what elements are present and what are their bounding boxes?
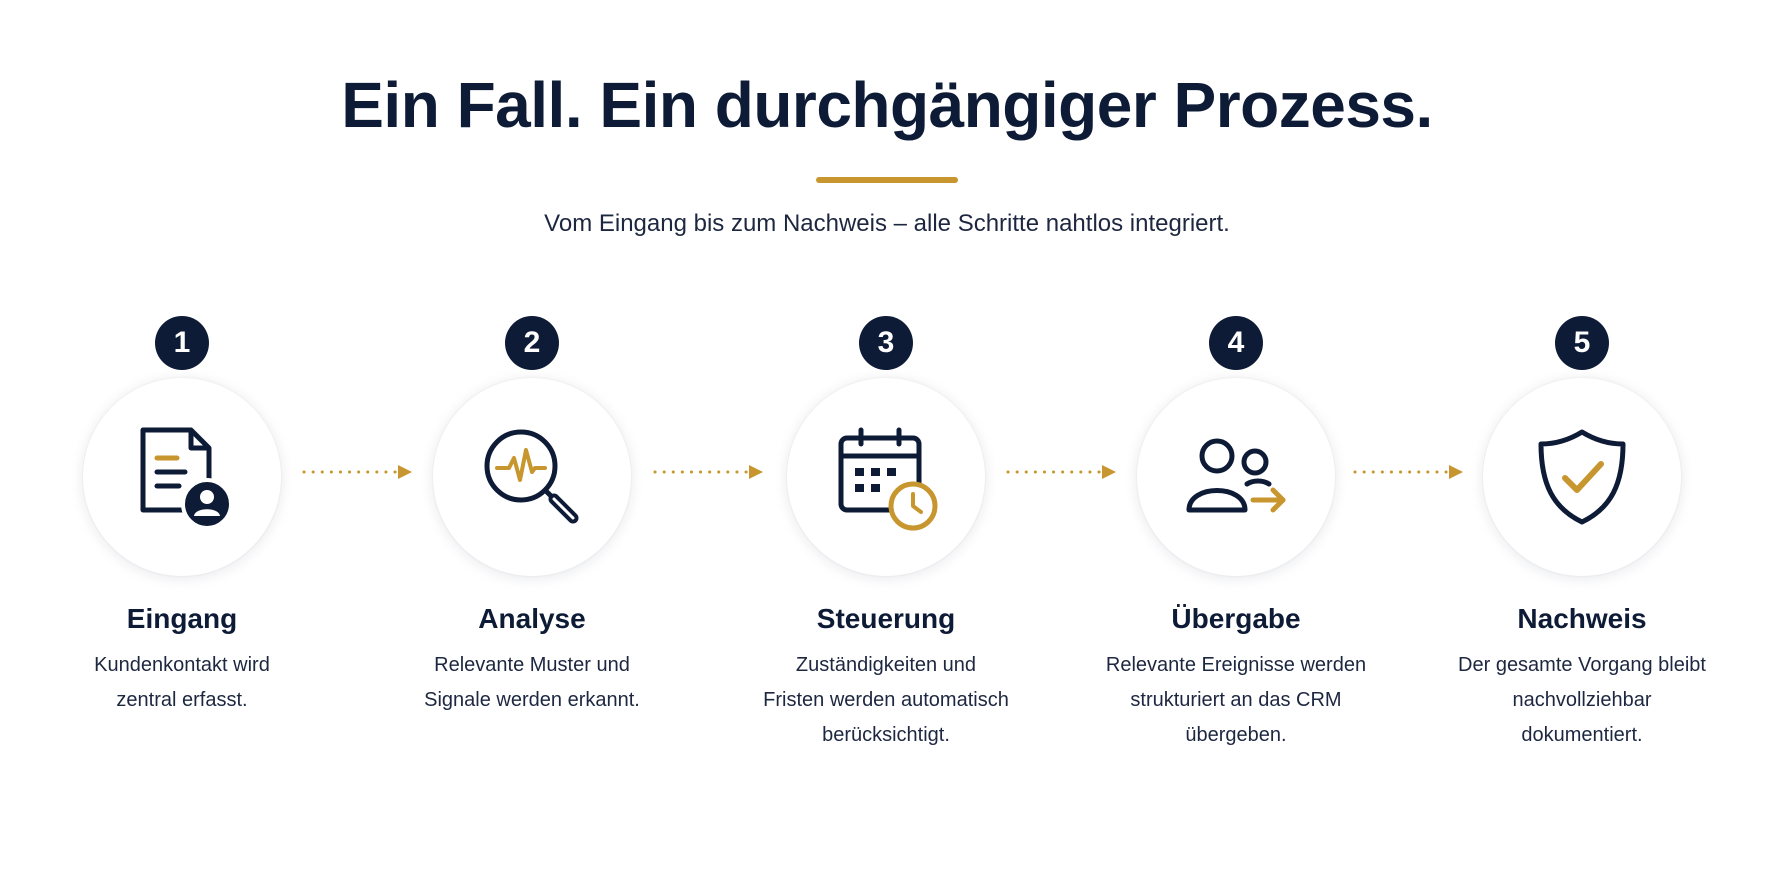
step-description-line: Signale werden erkannt. [424,689,640,711]
page-subtitle: Vom Eingang bis zum Nachweis – alle Schr… [544,210,1230,237]
step-title: Übergabe [1171,603,1301,634]
step-title: Nachweis [1517,603,1647,634]
step-description-line: nachvollziehbar [1512,689,1652,711]
step-number-badge: 1 [155,316,209,370]
step-description-line: Relevante Muster und [434,654,630,676]
dotted-arrow-connector [302,465,412,479]
document-user-icon [140,427,233,530]
step-description-line: strukturiert an das CRM [1130,689,1342,711]
step-icon-circle [787,378,985,576]
calendar-clock-icon [838,427,938,531]
step-icon-circle [1137,378,1335,576]
step-description-line: zentral erfasst. [116,689,248,711]
step-icon-circle [83,378,281,576]
magnifier-pulse-icon [484,429,579,524]
step-description: Relevante Muster und Signale werden erka… [387,648,677,718]
dotted-arrow-connector [1006,465,1116,479]
title-underline [816,177,958,183]
page-title: Ein Fall. Ein durchgängiger Prozess. [341,69,1433,141]
step-description-line: dokumentiert. [1521,724,1643,746]
step-title: Analyse [478,603,586,634]
step-description-line: übergeben. [1185,724,1287,746]
step-icon-circle [1483,378,1681,576]
step-description-line: Kundenkontakt wird [94,654,270,676]
dotted-arrow-connector [1353,465,1463,479]
step-description: Der gesamte Vorgang bleibt nachvollziehb… [1437,648,1727,753]
step-description: Kundenkontakt wird zentral erfasst. [37,648,327,718]
step-icon-circle [433,378,631,576]
step-description-line: Fristen werden automatisch [763,689,1009,711]
users-arrow-icon [1186,438,1286,513]
dotted-arrow-connector [653,465,763,479]
step-description: Zuständigkeiten und Fristen werden autom… [741,648,1031,753]
step-number-badge: 4 [1209,316,1263,370]
step-description: Relevante Ereignisse werden strukturiert… [1091,648,1381,753]
step-description-line: berücksichtigt. [822,724,950,746]
step-title: Steuerung [816,603,956,634]
step-description-line: Zuständigkeiten und [795,654,977,676]
step-number-badge: 5 [1555,316,1609,370]
step-number-badge: 3 [859,316,913,370]
shield-check-icon [1538,429,1626,525]
step-title: Eingang [126,603,238,634]
step-description-line: Der gesamte Vorgang bleibt [1458,654,1706,676]
step-description-line: Relevante Ereignisse werden [1105,654,1367,676]
step-number-badge: 2 [505,316,559,370]
